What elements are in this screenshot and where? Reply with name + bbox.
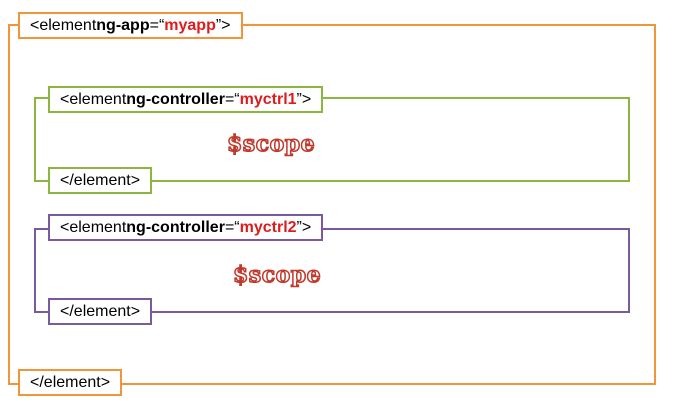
- app-open-prefix: <element: [30, 16, 97, 34]
- ctrl1-value: myctrl1: [239, 90, 297, 108]
- ctrl2-open-suffix: ”>: [296, 218, 312, 236]
- ctrl2-close-text: </element>: [60, 302, 141, 320]
- ctrl2-open-prefix: <element: [60, 218, 127, 236]
- app-open-suffix: ”>: [215, 16, 231, 34]
- app-close-text: </element>: [30, 373, 111, 391]
- app-close-tag: </element>: [18, 369, 123, 396]
- controller-2-frame: [34, 228, 630, 313]
- controller-1-frame: [34, 97, 630, 182]
- app-value: myapp: [164, 16, 216, 34]
- controller-2-open-tag: <element ng-controller=“myctrl2”>: [48, 214, 324, 241]
- controller-2-scope-label: $scope: [232, 261, 322, 289]
- ctrl1-eq: =“: [224, 90, 240, 108]
- ctrl1-attr: ng-controller: [126, 90, 225, 108]
- app-open-tag: <element ng-app=“myapp”>: [18, 12, 243, 39]
- controller-1-scope-label: $scope: [226, 130, 316, 158]
- app-eq: =“: [149, 16, 165, 34]
- controller-1-open-tag: <element ng-controller=“myctrl1”>: [48, 86, 324, 113]
- ctrl2-value: myctrl2: [239, 218, 297, 236]
- ctrl1-open-suffix: ”>: [296, 90, 312, 108]
- ctrl2-attr: ng-controller: [126, 218, 225, 236]
- controller-1-close-tag: </element>: [48, 167, 153, 194]
- app-scope-frame: [8, 24, 656, 385]
- app-attr: ng-app: [96, 16, 150, 34]
- ctrl1-open-prefix: <element: [60, 90, 127, 108]
- controller-2-close-tag: </element>: [48, 298, 153, 325]
- ctrl2-eq: =“: [224, 218, 240, 236]
- ctrl1-close-text: </element>: [60, 171, 141, 189]
